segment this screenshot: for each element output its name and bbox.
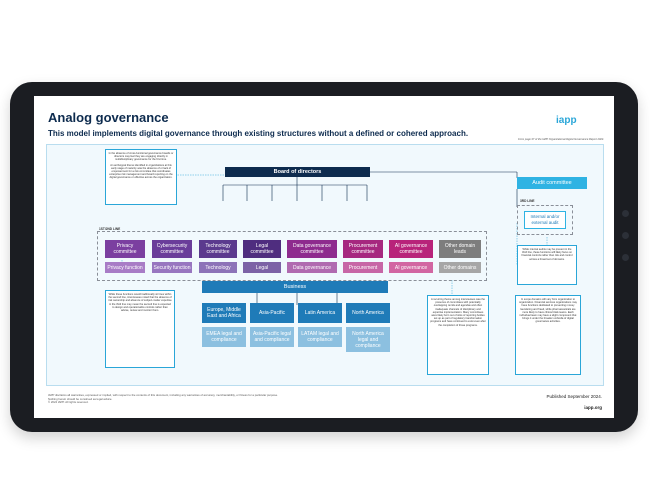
sensor-icon <box>622 254 629 261</box>
published-date: Published September 2024. <box>546 394 602 399</box>
legal-compliance-box: EMEA legal and compliance <box>202 327 246 347</box>
third-line-label: 3RD LINE <box>520 199 535 203</box>
committee-box: Cybersecurity committee <box>152 240 192 258</box>
note-paragraph: An archetypal theme identified in organi… <box>109 163 173 180</box>
camera-icon <box>622 210 629 217</box>
source-note: From page 37 of the IAPP Organizational … <box>518 138 604 141</box>
function-box: Privacy function <box>105 262 145 273</box>
copyright-text: © 2024 IAPP. All rights reserved. <box>48 400 89 405</box>
region-box: Europe, Middle East and Africa <box>202 303 246 323</box>
first-second-line-label: 1ST/2ND LINE <box>99 227 121 231</box>
page-title: Analog governance <box>48 110 169 125</box>
committee-box: Privacy committee <box>105 240 145 258</box>
committee-box: AI governance committee <box>389 240 433 258</box>
tablet-screen: Analog governance This model implements … <box>34 96 614 418</box>
footer-disclaimer: IAPP disclaims all warranties, expressed… <box>48 393 278 405</box>
iapp-logo: iapp <box>556 115 577 126</box>
note-left-bottom: While these functions would traditionall… <box>105 290 175 368</box>
page-subtitle: This model implements digital governance… <box>48 129 469 138</box>
region-box: North America <box>346 303 390 323</box>
committee-box: Other domain leads <box>439 240 481 258</box>
internal-audit-box: Internal and/or external audit <box>524 211 566 229</box>
note-right-bottom: In scope domains will vary from organiza… <box>515 295 581 375</box>
disclaimer-text: IAPP disclaims all warranties, expressed… <box>48 393 278 401</box>
diagram-panel: In the absence of cross-functional gover… <box>46 144 604 386</box>
footer-url: iapp.org <box>584 405 602 410</box>
committee-box: Legal committee <box>243 240 281 258</box>
first-second-line-group <box>97 231 487 281</box>
business-box: Business <box>202 281 388 293</box>
legal-compliance-box: Asia-Pacific legal and compliance <box>250 327 294 347</box>
audit-committee-box: Audit committee <box>517 177 587 189</box>
legal-compliance-box: North America legal and compliance <box>346 327 390 352</box>
note-paragraph: In the absence of cross-functional gover… <box>108 152 174 162</box>
function-box: AI governance <box>389 262 433 273</box>
note-center-right: A recurring theme among interviewees was… <box>427 295 489 375</box>
function-box: Legal <box>243 262 281 273</box>
function-box: Procurement <box>343 262 383 273</box>
committee-box: Data governance committee <box>287 240 337 258</box>
note-right-mid: While internal audits may be present in … <box>517 245 577 285</box>
function-box: Security function <box>152 262 192 273</box>
function-box: Technology <box>199 262 237 273</box>
committee-box: Procurement committee <box>343 240 383 258</box>
function-box: Other domains <box>439 262 481 273</box>
tablet-frame: Analog governance This model implements … <box>10 82 638 432</box>
note-top-left: In the absence of cross-functional gover… <box>105 149 177 205</box>
legal-compliance-box: LATAM legal and compliance <box>298 327 342 347</box>
region-box: Asia-Pacific <box>250 303 294 323</box>
function-box: Data governance <box>287 262 337 273</box>
sensor-icon <box>622 232 629 239</box>
board-of-directors-box: Board of directors <box>225 167 370 177</box>
committee-box: Technology committee <box>199 240 237 258</box>
third-line-group <box>517 205 573 235</box>
region-box: Latin America <box>298 303 342 323</box>
